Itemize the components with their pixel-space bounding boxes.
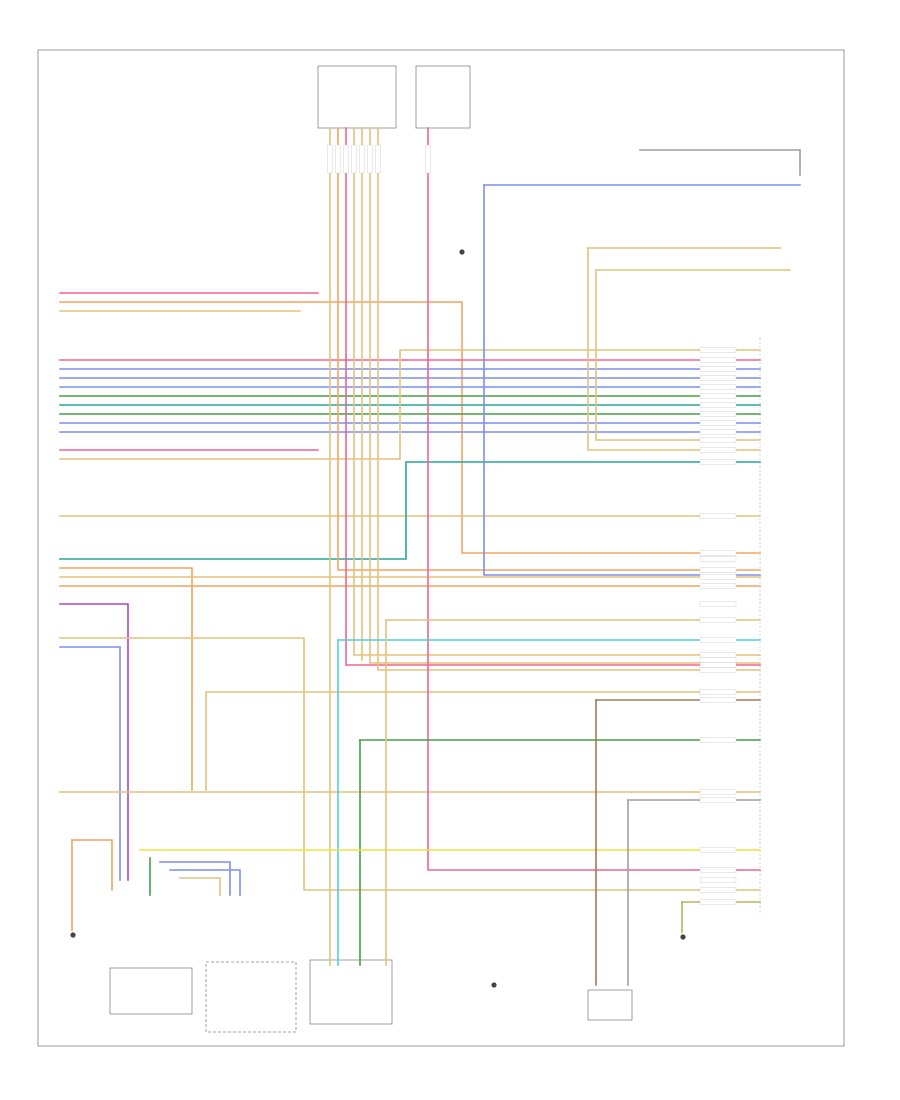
wire-label-plate-20 [699, 583, 737, 589]
component-box-bottom-4 [587, 989, 633, 1021]
wire-orange-2 [59, 301, 761, 554]
wire-label-plate-2 [699, 357, 737, 363]
wire-label-plate-16 [699, 556, 737, 562]
wire-label-plate-5 [699, 384, 737, 390]
wire-label-plate-12 [699, 447, 737, 453]
wire-tan-14 [59, 349, 761, 460]
wire-label-plate-1 [699, 347, 737, 353]
vertical-label-plate-8 [425, 144, 431, 174]
wire-label-plate-27 [699, 667, 737, 673]
wire-label-plate-35 [699, 877, 737, 883]
wire-label-plate-34 [699, 867, 737, 873]
wire-label-plate-32 [699, 797, 737, 803]
wire-label-plates [327, 144, 737, 905]
wire-label-plate-9 [699, 420, 737, 426]
vertical-label-plate-5 [359, 144, 365, 174]
wire-label-plate-6 [699, 393, 737, 399]
component-box-top-left [317, 65, 397, 129]
wire-label-plate-29 [699, 697, 737, 703]
wire-orange-27 [337, 127, 761, 571]
ground-symbols [70, 249, 686, 988]
wire-label-plate-37 [699, 899, 737, 905]
wire-orange-17 [59, 567, 193, 791]
wire-label-plate-15 [699, 550, 737, 556]
wire-label-plate-25 [699, 657, 737, 663]
diagram-frame [37, 49, 845, 1047]
wire-harness [59, 127, 801, 986]
wire-label-plate-11 [699, 437, 737, 443]
vertical-label-plate-2 [335, 144, 341, 174]
wire-label-plate-28 [699, 689, 737, 695]
component-box-bottom-1 [109, 967, 193, 1015]
wire-label-plate-3 [699, 366, 737, 372]
wire-pink-33 [427, 127, 761, 871]
wire-label-plate-36 [699, 887, 737, 893]
wire-label-plate-17 [699, 567, 737, 573]
vertical-label-plate-1 [327, 144, 333, 174]
wire-label-plate-33 [699, 847, 737, 853]
wire-label-plate-26 [699, 662, 737, 668]
wire-label-plate-4 [699, 375, 737, 381]
component-box-bottom-2 [205, 961, 297, 1033]
component-box-top-right [415, 65, 471, 129]
wire-tan-29 [353, 127, 761, 656]
wire-label-plate-14 [699, 513, 737, 519]
wire-label-plate-21 [699, 601, 737, 607]
wire-label-plate-10 [699, 429, 737, 435]
vertical-label-plate-3 [343, 144, 349, 174]
wire-label-plate-13 [699, 459, 737, 465]
vertical-label-plate-7 [375, 144, 381, 174]
wire-orange-57 [71, 839, 113, 891]
wire-blue-40 [159, 861, 231, 896]
wire-label-plate-19 [699, 574, 737, 580]
wire-label-plate-24 [699, 652, 737, 658]
component-box-bottom-3 [309, 959, 393, 1025]
wire-pink-28 [345, 127, 761, 666]
wire-label-plate-23 [699, 637, 737, 643]
wire-blue-22 [59, 646, 121, 881]
vertical-label-plate-6 [367, 144, 373, 174]
wire-label-plate-22 [699, 617, 737, 623]
wire-violet-20 [59, 603, 129, 881]
wire-tan-42 [179, 877, 221, 896]
wire-label-plate-8 [699, 411, 737, 417]
wire-label-plate-31 [699, 789, 737, 795]
wire-tan-32 [377, 127, 761, 671]
vertical-label-plate-4 [351, 144, 357, 174]
wire-tan-21 [59, 637, 761, 891]
wire-blue-41 [169, 869, 241, 896]
wire-label-plate-7 [699, 402, 737, 408]
wire-tan-31 [369, 127, 761, 664]
wire-label-plate-30 [699, 737, 737, 743]
wire-teal-16 [59, 461, 761, 560]
wire-blue-50 [483, 184, 761, 576]
